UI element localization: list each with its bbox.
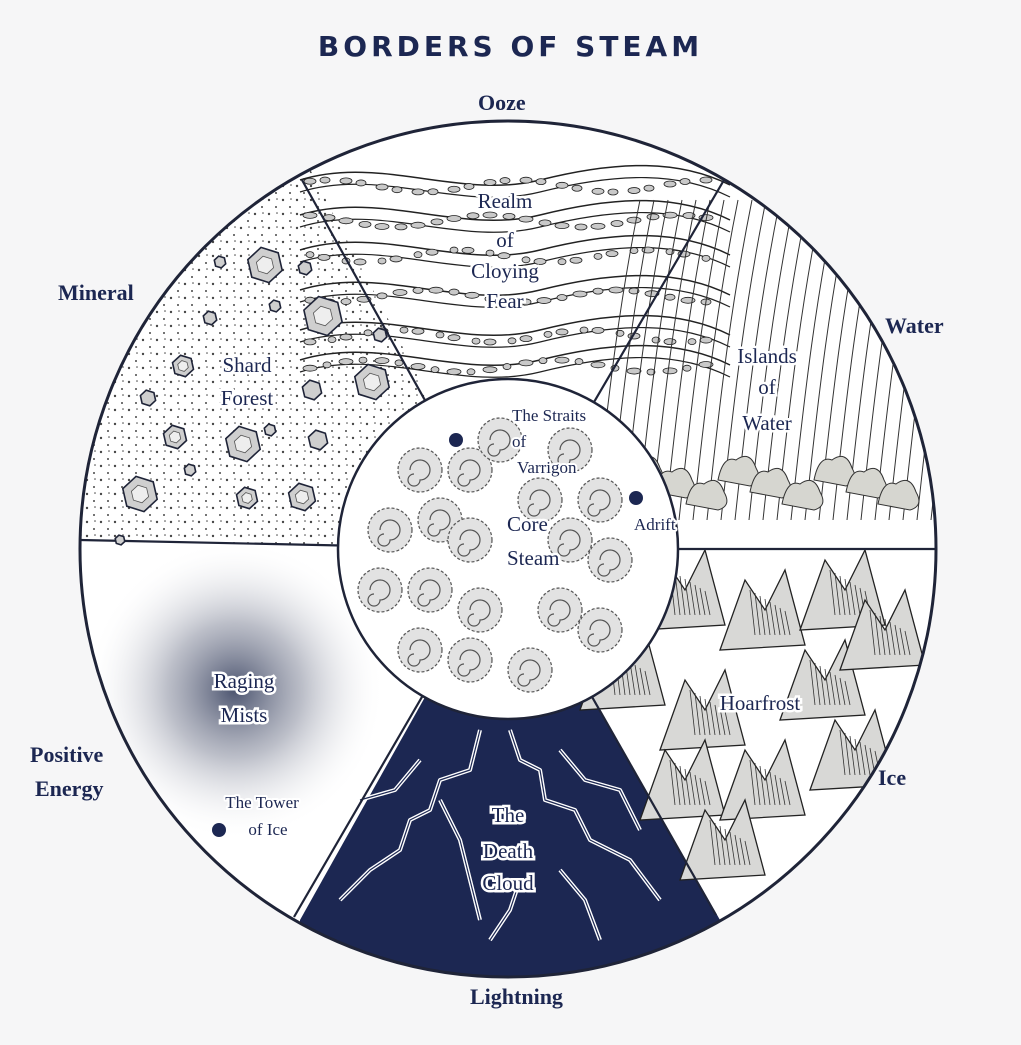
lightning-line-1: The <box>492 803 525 827</box>
straits-site-marker <box>449 433 463 447</box>
core-line-2: Steam <box>507 546 560 570</box>
water-line-3: Water <box>742 411 792 435</box>
label-mineral: Mineral <box>58 280 134 305</box>
straits-line-3: Varrigon <box>517 458 577 477</box>
shard-line-1: Shard <box>223 353 272 377</box>
tower-site-marker <box>212 823 226 837</box>
water-line-1: Islands <box>737 344 797 368</box>
ooze-line-3: Cloying <box>471 259 539 283</box>
tower-line-1: The Tower <box>225 793 299 812</box>
ooze-line-1: Realm <box>478 189 533 213</box>
lightning-sector <box>300 549 720 977</box>
core-line-1: Core <box>507 512 548 536</box>
ooze-line-2: of <box>496 228 514 252</box>
adrift-site-marker <box>629 491 643 505</box>
page-title: BORDERS OF STEAM <box>317 30 704 63</box>
tower-line-2: of Ice <box>248 820 287 839</box>
lightning-bolts <box>338 729 662 942</box>
lightning-line-2: Death <box>483 839 534 863</box>
lightning-line-3: Cloud <box>482 871 534 895</box>
label-ice: Ice <box>878 765 906 790</box>
label-energy: Energy <box>35 776 103 801</box>
ooze-sector <box>299 164 731 378</box>
label-positive: Positive <box>30 742 104 767</box>
label-water: Water <box>885 313 944 338</box>
core-steam-swirls <box>357 417 633 693</box>
mists-line-2: Mists <box>221 703 268 727</box>
shard-crystals <box>114 246 391 546</box>
shard-line-2: Forest <box>221 386 274 410</box>
ooze-line-4: Fear <box>486 289 523 313</box>
straits-line-1: The Straits <box>512 406 586 425</box>
straits-line-2: of <box>512 432 527 451</box>
label-lightning: Lightning <box>470 984 563 1009</box>
water-line-2: of <box>758 375 776 399</box>
adrift-label: Adrift <box>634 515 676 534</box>
mists-line-1: Raging <box>214 669 275 693</box>
ice-line-1: Hoarfrost <box>720 691 801 715</box>
label-ooze: Ooze <box>478 90 526 115</box>
